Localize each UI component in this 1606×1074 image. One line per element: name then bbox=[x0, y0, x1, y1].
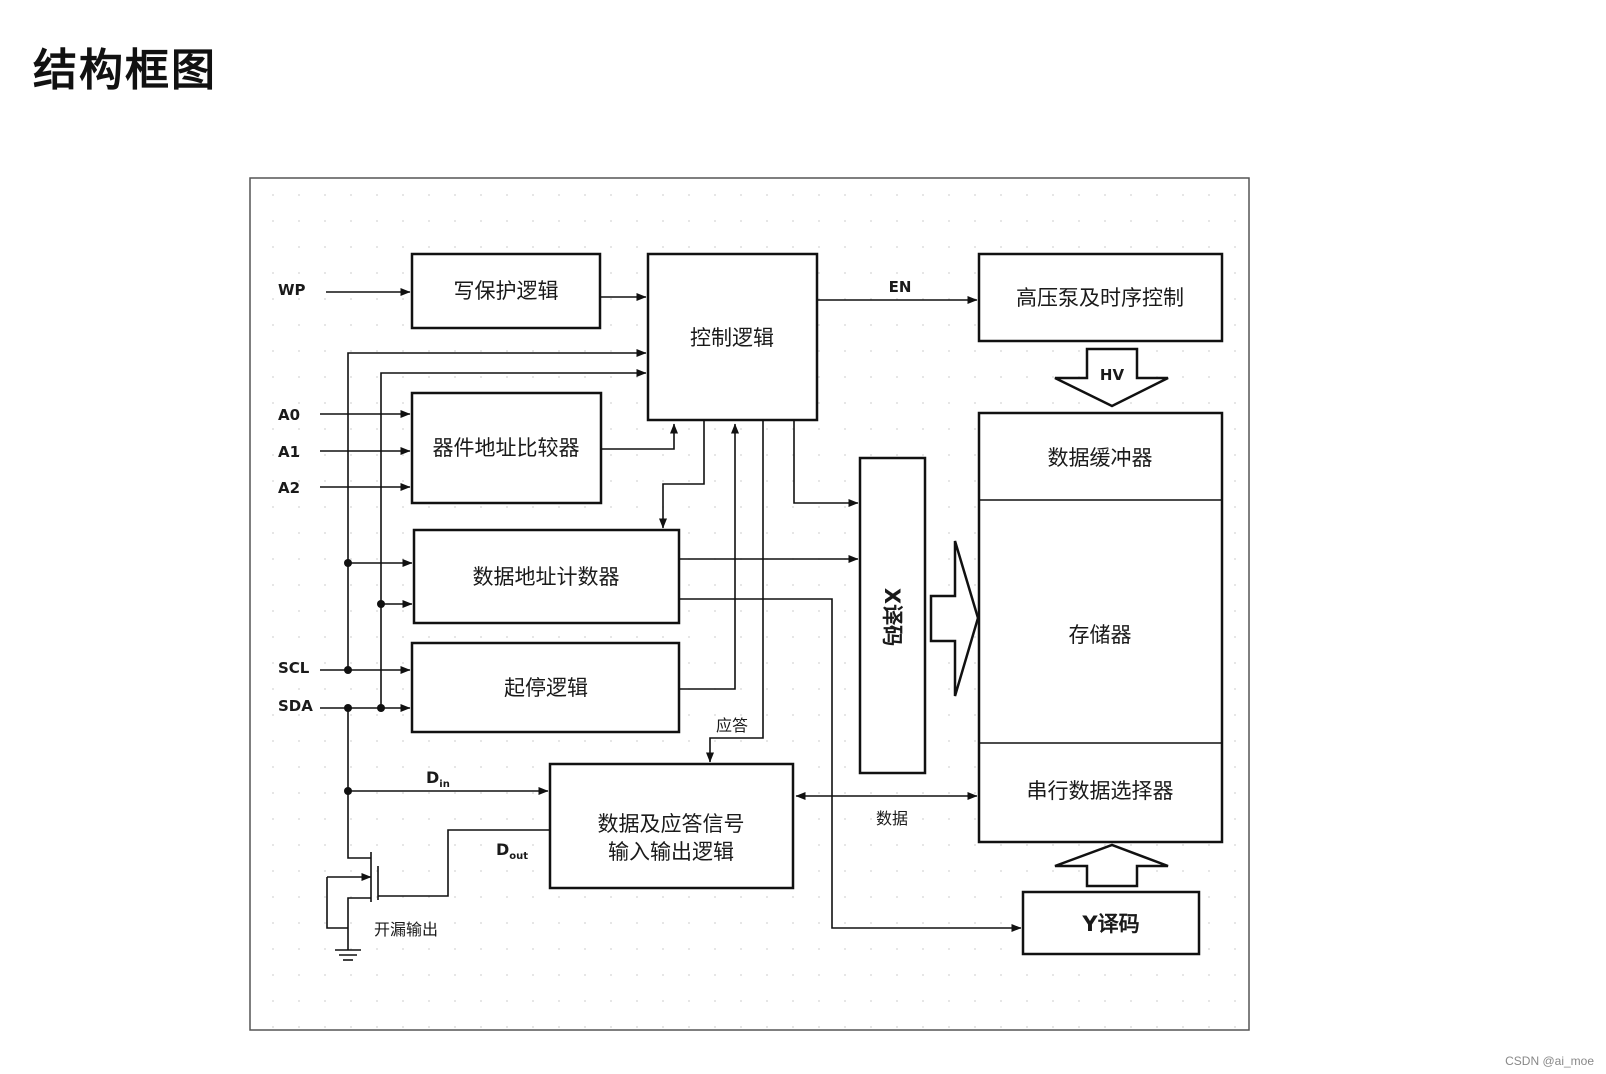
serial-mux-label: 串行数据选择器 bbox=[1027, 779, 1174, 803]
memory-column: 数据缓冲器 存储器 串行数据选择器 bbox=[977, 411, 1224, 844]
hv-hollow-arrow bbox=[1054, 347, 1169, 408]
hv-label: HV bbox=[1100, 366, 1125, 384]
start-stop-label: 起停逻辑 bbox=[504, 676, 588, 700]
hv-pump-block: 高压泵及时序控制 bbox=[977, 252, 1224, 343]
connections bbox=[320, 288, 1022, 961]
control-logic-label: 控制逻辑 bbox=[690, 326, 774, 350]
pin-a1: A1 bbox=[278, 443, 300, 461]
address-comparator-label: 器件地址比较器 bbox=[433, 436, 580, 460]
dout-sub: out bbox=[509, 851, 528, 862]
pin-labels: WP A0 A1 A2 SCL SDA bbox=[278, 281, 313, 715]
start-stop-block: 起停逻辑 bbox=[410, 641, 681, 734]
pin-sda: SDA bbox=[278, 697, 313, 715]
io-logic-label-line2: 输入输出逻辑 bbox=[608, 840, 734, 864]
io-logic-label-line1: 数据及应答信号 bbox=[598, 812, 745, 836]
address-counter-block: 数据地址计数器 bbox=[412, 528, 681, 625]
watermark: CSDN @ai_moe bbox=[1505, 1054, 1594, 1068]
dout-main: D bbox=[496, 840, 509, 859]
x-decoder-block: X译码 bbox=[858, 456, 927, 775]
memory-label: 存储器 bbox=[1069, 623, 1132, 647]
x-decoder-hollow-arrow bbox=[929, 540, 980, 697]
pin-scl: SCL bbox=[278, 659, 310, 677]
din-sub: in bbox=[439, 779, 450, 790]
y-decoder-hollow-arrow bbox=[1054, 843, 1169, 888]
dout-label: Dout bbox=[496, 840, 528, 862]
pin-a2: A2 bbox=[278, 479, 300, 497]
write-protect-block: 写保护逻辑 bbox=[410, 252, 602, 330]
page-title: 结构框图 bbox=[33, 45, 217, 96]
address-comparator-block: 器件地址比较器 bbox=[410, 391, 603, 505]
write-protect-label: 写保护逻辑 bbox=[454, 279, 559, 303]
ack-label: 应答 bbox=[716, 716, 748, 735]
data-label: 数据 bbox=[876, 809, 908, 828]
control-logic-block: 控制逻辑 bbox=[646, 252, 819, 422]
din-label: Din bbox=[426, 768, 450, 790]
hv-pump-label: 高压泵及时序控制 bbox=[1016, 286, 1184, 310]
y-decoder-block: Y译码 bbox=[1021, 890, 1201, 956]
address-counter-label: 数据地址计数器 bbox=[473, 565, 620, 589]
open-drain-label: 开漏输出 bbox=[374, 920, 438, 939]
y-decoder-label: Y译码 bbox=[1081, 912, 1139, 936]
pin-wp: WP bbox=[278, 281, 306, 299]
data-buffer-label: 数据缓冲器 bbox=[1048, 446, 1153, 470]
din-main: D bbox=[426, 768, 439, 787]
pin-a0: A0 bbox=[278, 406, 300, 424]
x-decoder-label: X译码 bbox=[880, 588, 904, 646]
en-label: EN bbox=[889, 278, 912, 296]
io-logic-block: 数据及应答信号 输入输出逻辑 bbox=[548, 762, 795, 890]
